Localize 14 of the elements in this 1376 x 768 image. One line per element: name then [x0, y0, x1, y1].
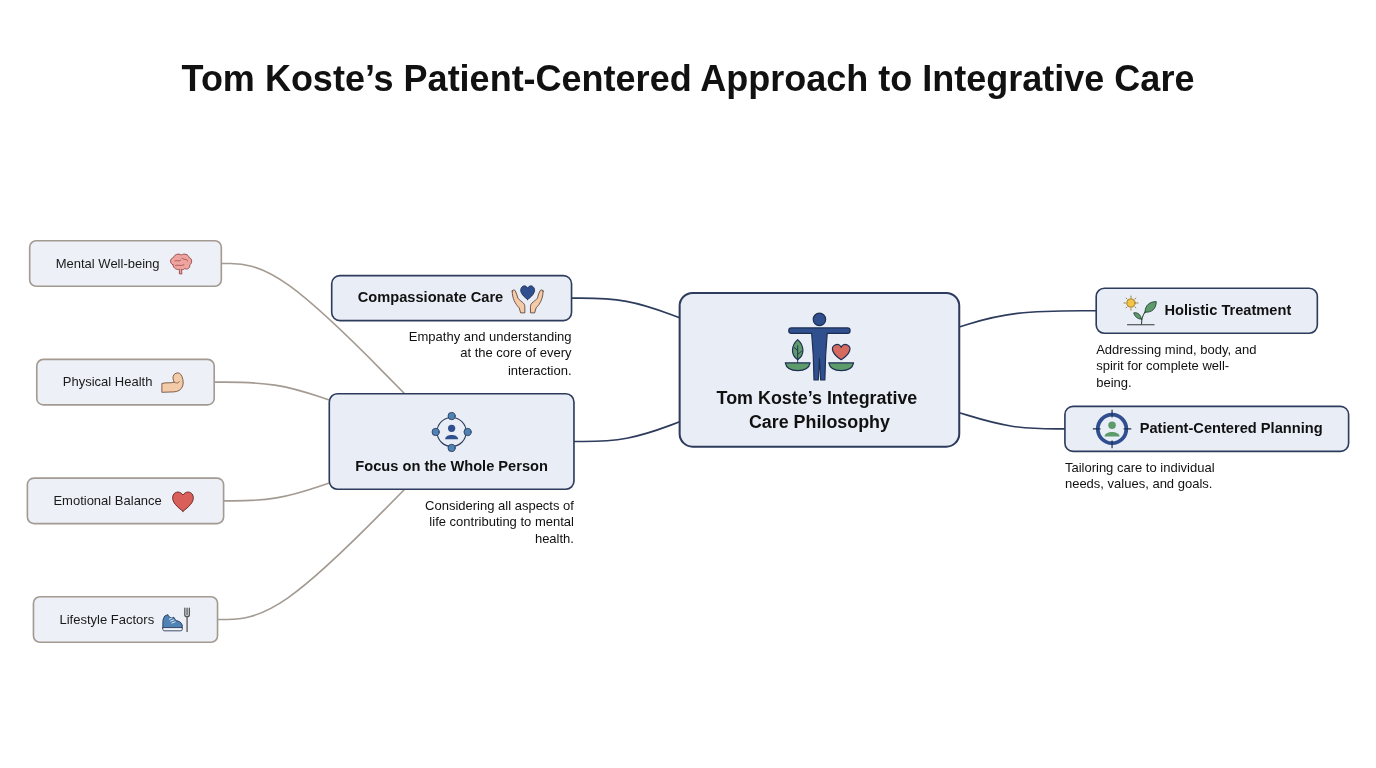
node-description: Tailoring care to individual needs, values, and goals.: [1064, 459, 1216, 494]
diagram-title: Tom Koste’s Patient-Centered Approach to Integrative Care: [181, 58, 1195, 99]
node-label: Patient-Centered Planning: [1139, 419, 1323, 439]
node-description: Considering all aspects of life contributing to mental health.: [424, 497, 574, 548]
node-label: Emotional Balance: [53, 492, 162, 510]
node-label: Lifestyle Factors: [59, 611, 155, 629]
node-label: Compassionate Care: [357, 288, 504, 308]
node-label: Tom Koste’s Integrative Care Philosophy: [715, 387, 919, 434]
node-label: Mental Well-being: [55, 255, 160, 273]
node-description: Addressing mind, body, and spirit for complete well-being.: [1096, 341, 1258, 392]
node-label: Focus on the Whole Person: [355, 457, 548, 477]
node-description: Empathy and understanding at the core of every interaction.: [407, 328, 572, 380]
node-label: Physical Health: [62, 373, 153, 391]
node-label: Holistic Treatment: [1164, 301, 1292, 321]
